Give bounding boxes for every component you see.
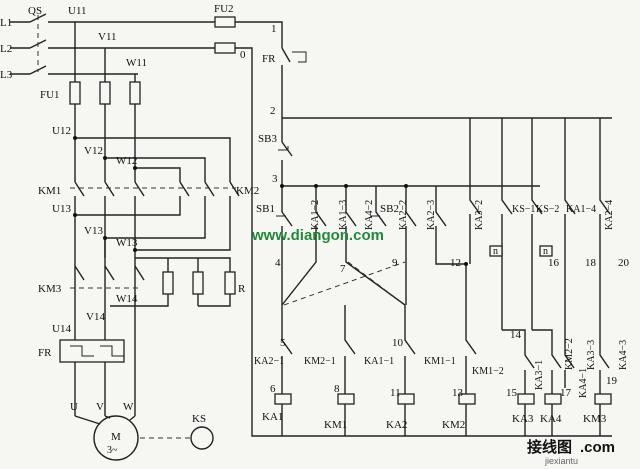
label-ks: KS <box>192 413 206 425</box>
label-ks-sym-2: n <box>543 246 548 257</box>
label-km1-1: KM1−1 <box>424 356 456 367</box>
label-n19: 19 <box>606 375 618 387</box>
label-n10: 10 <box>392 337 404 349</box>
label-fr-power: FR <box>38 347 52 359</box>
label-n1: 1 <box>271 23 277 35</box>
label-v12: V12 <box>84 145 103 157</box>
label-qs: QS <box>28 5 42 17</box>
label-n6: 6 <box>270 383 276 395</box>
label-ka1-4: KA1−4 <box>566 204 596 215</box>
label-km1: KM1 <box>38 185 61 197</box>
control-circuit <box>214 16 612 437</box>
label-coil-ka3: KA3 <box>512 413 534 425</box>
logo-suffix: .com <box>580 439 615 456</box>
label-l3: L3 <box>0 69 13 81</box>
label-n3: 3 <box>272 173 278 185</box>
label-v13: V13 <box>84 225 103 237</box>
label-ka3-3: KA3−3 <box>586 340 597 370</box>
label-km2: KM2 <box>236 185 259 197</box>
label-n15: 15 <box>506 387 518 399</box>
label-coil-km1: KM1 <box>324 419 347 431</box>
label-ks-2: KS−2 <box>536 204 559 215</box>
label-n11: 11 <box>390 387 401 399</box>
label-n4: 4 <box>275 257 281 269</box>
logo-domain: jiexiantu <box>544 456 578 466</box>
label-n17: 17 <box>560 387 572 399</box>
label-w13: W13 <box>116 237 138 249</box>
label-fu1: FU1 <box>40 89 60 101</box>
label-km2-1: KM2−1 <box>304 356 336 367</box>
label-v: V <box>96 401 104 413</box>
labels: QS L1 L2 L3 FU1 U11 V11 W11 U12 V12 W12 … <box>0 3 630 466</box>
label-n12: 12 <box>450 257 461 269</box>
label-motor-sub: 3~ <box>107 445 118 456</box>
label-ka2-3: KA2−3 <box>426 200 437 230</box>
label-n13: 13 <box>452 387 464 399</box>
label-ka4-3: KA4−3 <box>618 340 629 370</box>
label-ka2-1: KA2−1 <box>254 356 284 367</box>
label-u11: U11 <box>68 5 87 17</box>
label-coil-ka1: KA1 <box>262 411 283 423</box>
label-sb3: SB3 <box>258 133 277 145</box>
power-circuit <box>10 13 240 461</box>
site-logo: 接线图 .com jiexiantu <box>527 438 615 466</box>
label-n5: 5 <box>280 337 286 349</box>
label-r: R <box>238 283 246 295</box>
label-ka3-2: KA3−2 <box>474 200 485 230</box>
label-km3: KM3 <box>38 283 62 295</box>
label-km2-2: KM2−2 <box>564 338 575 370</box>
label-ka3-1: KA3−1 <box>534 360 545 390</box>
label-km1-2: KM1−2 <box>472 366 504 377</box>
label-sb1: SB1 <box>256 203 275 215</box>
label-ka2-2: KA2−2 <box>398 200 409 230</box>
label-ks-sym-1: n <box>493 246 498 257</box>
label-ka1-1: KA1−1 <box>364 356 394 367</box>
label-w11: W11 <box>126 57 147 69</box>
label-ks-1: KS−1 <box>512 204 535 215</box>
label-l1: L1 <box>0 17 12 29</box>
label-w14: W14 <box>116 293 138 305</box>
label-ka4-1: KA4−1 <box>578 368 589 398</box>
label-ka2-4: KA2−4 <box>604 200 615 230</box>
label-n14: 14 <box>510 329 522 341</box>
label-sb2: SB2 <box>380 203 399 215</box>
label-u13: U13 <box>52 203 71 215</box>
label-n8: 8 <box>334 383 340 395</box>
label-l2: L2 <box>0 43 12 55</box>
label-ka4-2: KA4−2 <box>364 200 375 230</box>
label-coil-km2: KM2 <box>442 419 465 431</box>
label-n20: 20 <box>618 257 630 269</box>
label-coil-km3: KM3 <box>583 413 607 425</box>
label-coil-ka4: KA4 <box>540 413 562 425</box>
label-w12: W12 <box>116 155 137 167</box>
label-v14: V14 <box>86 311 105 323</box>
label-coil-ka2: KA2 <box>386 419 407 431</box>
label-n18: 18 <box>585 257 597 269</box>
label-u14: U14 <box>52 323 71 335</box>
label-n9: 9 <box>392 257 398 269</box>
label-u: U <box>70 401 78 413</box>
label-n0: 0 <box>240 49 246 61</box>
label-fu2: FU2 <box>214 3 234 15</box>
label-v11: V11 <box>98 31 117 43</box>
label-ka1-3: KA1−3 <box>338 200 349 230</box>
logo-brand: 接线图 <box>527 438 572 456</box>
label-fr-control: FR <box>262 53 276 65</box>
label-n16: 16 <box>548 257 560 269</box>
label-u12: U12 <box>52 125 71 137</box>
label-motor: M <box>111 431 121 443</box>
label-n7: 7 <box>340 263 346 275</box>
label-w: W <box>123 401 134 413</box>
label-ka1-2: KA1−2 <box>310 200 321 230</box>
label-n2: 2 <box>270 105 276 117</box>
watermark-site: www.diangon.com <box>251 227 384 244</box>
